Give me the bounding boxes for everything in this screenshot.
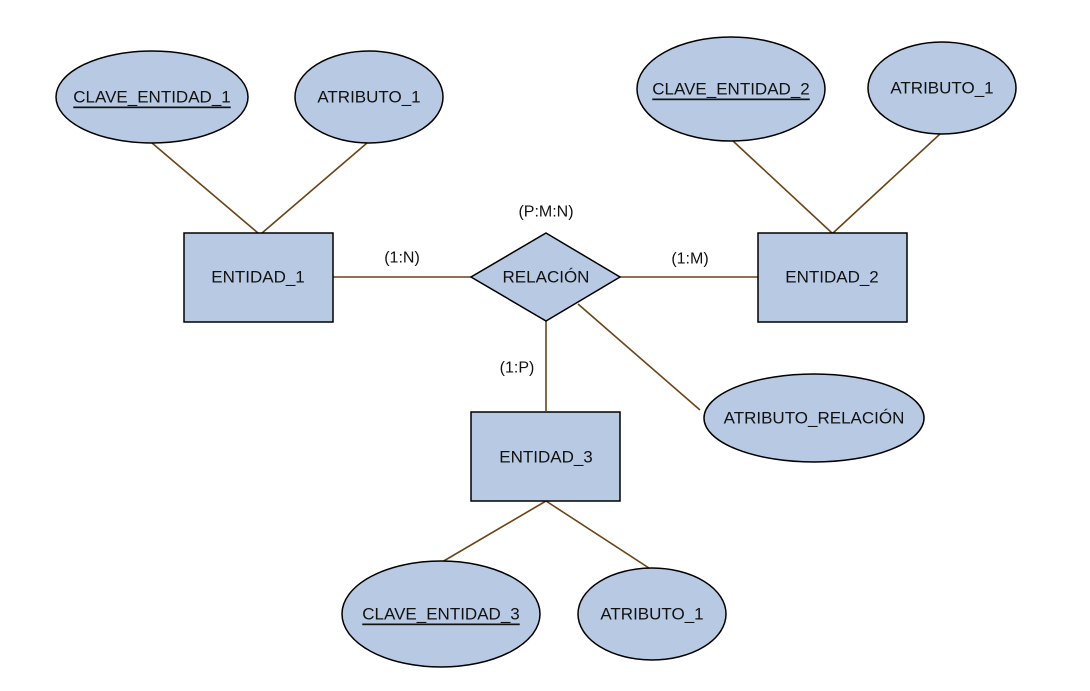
entity-2-attribute-shape [867,41,1017,135]
entity-1-attribute-label: ATRIBUTO_1 [317,88,420,107]
entity-3-attribute-label: ATRIBUTO_1 [600,605,703,624]
entity-1-label: ENTIDAD_1 [211,268,305,287]
entity-1-key-attribute-label: CLAVE_ENTIDAD_1 [73,88,230,107]
entity-3-attribute-shape [577,567,727,661]
connector-entity3-attr3 [545,500,653,571]
connector-attr2-entity2 [832,133,941,234]
cardinality-entity-1: (1:N) [384,250,420,267]
entity-3-label: ENTIDAD_3 [499,448,593,467]
connector-attr1-entity1 [261,142,368,234]
connector-entity3-key3 [441,500,547,563]
connector-key1-entity1 [151,142,259,234]
relationship-attribute-label: ATRIBUTO_RELACIÓN [724,409,905,428]
entity-3-box [470,411,621,502]
cardinality-entity-2: (1:M) [671,251,708,268]
entity-2-box [757,232,908,323]
relationship-attribute-shape [703,373,925,463]
entity-1-box [183,232,334,323]
relationship-diamond [469,232,622,322]
entity-3-key-attribute-shape [341,560,541,668]
entity-2-key-attribute-shape [636,36,826,142]
entity-1-attribute-shape [294,50,444,144]
entity-3-key-attribute-label: CLAVE_ENTIDAD_3 [362,605,519,624]
entity-2-attribute-label: ATRIBUTO_1 [890,79,993,98]
relationship-label: RELACIÓN [503,268,590,287]
relationship-cardinality: (P:M:N) [518,204,573,221]
connector-relation-attribute [577,303,701,411]
entity-2-key-attribute-label: CLAVE_ENTIDAD_2 [652,80,809,99]
entity-1-key-attribute-shape [55,50,249,144]
cardinality-entity-3: (1:P) [500,360,535,377]
entity-2-label: ENTIDAD_2 [785,268,879,287]
connector-key2-entity2 [732,140,833,234]
